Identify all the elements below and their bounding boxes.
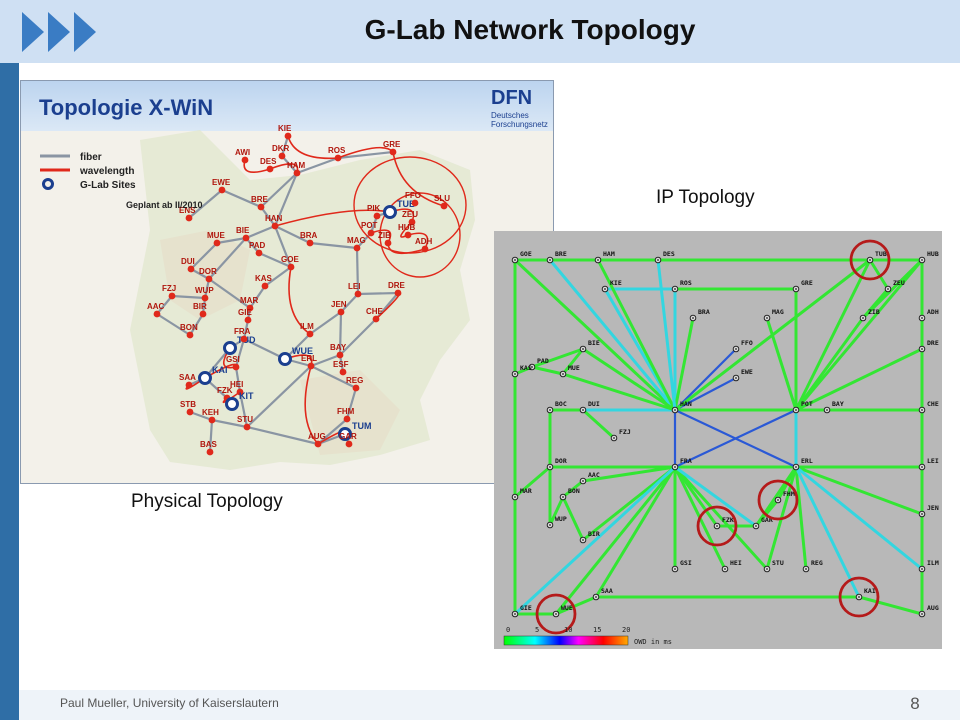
ip-topology-panel [494, 231, 942, 649]
left-accent-bar [0, 0, 19, 720]
physical-topology-caption: Physical Topology [131, 491, 283, 512]
chevron-right-icon [22, 12, 44, 52]
slide-footer [19, 690, 960, 720]
ip-topology-caption: IP Topology [656, 187, 755, 208]
dfn-logo: DFN [491, 87, 533, 109]
chevron-right-icon [48, 12, 70, 52]
map-title: Topologie X-WiN [39, 95, 214, 120]
slide-title: G-Lab Network Topology [364, 14, 696, 45]
chevron-right-icon [74, 12, 96, 52]
footer-author: Paul Mueller, University of Kaiserslaute… [60, 696, 279, 710]
page-number: 8 [910, 694, 920, 713]
slide-header: G-Lab Network Topology [0, 0, 960, 63]
